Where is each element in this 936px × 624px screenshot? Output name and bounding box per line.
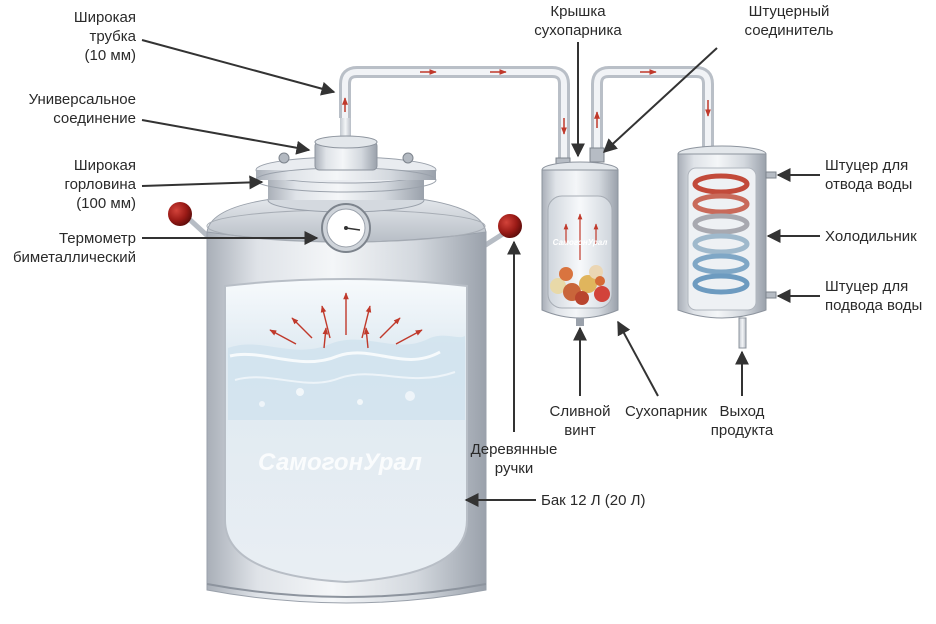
label-dryer-lid-line2: сухопарника: [534, 22, 622, 39]
label-wide-tube-line2: трубка: [89, 28, 136, 45]
dryer: СамогонУрал: [541, 147, 619, 326]
label-wide-tube-line3: (10 мм): [84, 47, 136, 64]
label-water-out-fitting-line2: отвода воды: [825, 176, 913, 193]
label-wide-tube: Широкая трубка (10 мм): [74, 8, 136, 65]
label-wide-neck: Широкая горловина (100 мм): [64, 156, 136, 213]
label-fitting-connector-line2: соединитель: [744, 22, 834, 39]
label-wide-neck-line2: горловина: [64, 176, 136, 193]
label-product-outlet-line1: Выход: [719, 403, 765, 420]
label-thermometer-line2: биметаллический: [12, 249, 136, 266]
thermometer-gauge: [321, 203, 371, 253]
label-wide-neck-line3: (100 мм): [76, 195, 136, 212]
label-water-in-fitting: Штуцер для подвода воды: [825, 277, 922, 315]
label-water-out-fitting-line1: Штуцер для: [825, 157, 909, 174]
label-cooler: Холодильник: [825, 227, 917, 246]
label-product-outlet-line2: продукта: [710, 422, 774, 439]
label-drain-screw-line2: винт: [564, 422, 596, 439]
cooler: [677, 145, 777, 349]
label-water-in-fitting-line1: Штуцер для: [825, 278, 909, 295]
label-drain-screw: Сливной винт: [540, 402, 620, 440]
label-fitting-connector-line1: Штуцерный: [748, 3, 830, 20]
label-water-out-fitting: Штуцер для отвода воды: [825, 156, 912, 194]
label-wooden-handles: Деревянные ручки: [464, 440, 564, 478]
label-dryer: Сухопарник: [616, 402, 716, 421]
dryer-watermark: СамогонУрал: [553, 238, 608, 247]
label-dryer-lid: Крышка сухопарника: [528, 2, 628, 40]
label-product-outlet: Выход продукта: [700, 402, 784, 440]
label-wide-tube-line1: Широкая: [73, 9, 136, 26]
leader-lines: [141, 39, 820, 507]
label-thermometer: Термометр биметаллический: [13, 229, 136, 267]
label-universal-joint: Универсальное соединение: [29, 90, 136, 128]
label-dryer-lid-line1: Крышка: [550, 3, 606, 20]
label-thermometer-line1: Термометр: [58, 230, 136, 247]
label-tank: Бак 12 Л (20 Л): [541, 491, 645, 510]
left-handle-knob: [168, 202, 192, 226]
label-wooden-handles-line2: ручки: [494, 460, 534, 477]
tank-neck: [255, 135, 437, 213]
vapor-tube: [339, 66, 714, 163]
label-fitting-connector: Штуцерный соединитель: [730, 2, 848, 40]
label-universal-joint-line2: соединение: [53, 110, 136, 127]
brand-watermark: СамогонУрал: [258, 449, 422, 476]
label-wooden-handles-line1: Деревянные: [470, 441, 558, 458]
right-handle-knob: [498, 214, 522, 238]
label-drain-screw-line1: Сливной: [549, 403, 611, 420]
label-universal-joint-line1: Универсальное: [28, 91, 136, 108]
label-wide-neck-line1: Широкая: [73, 157, 136, 174]
tank: СамогонУрал: [186, 193, 508, 604]
label-cooler-line1: Холодильник: [825, 228, 917, 245]
label-water-in-fitting-line2: подвода воды: [825, 297, 923, 314]
label-dryer-line1: Сухопарник: [624, 403, 708, 420]
label-tank-line1: Бак 12 Л (20 Л): [541, 492, 646, 509]
